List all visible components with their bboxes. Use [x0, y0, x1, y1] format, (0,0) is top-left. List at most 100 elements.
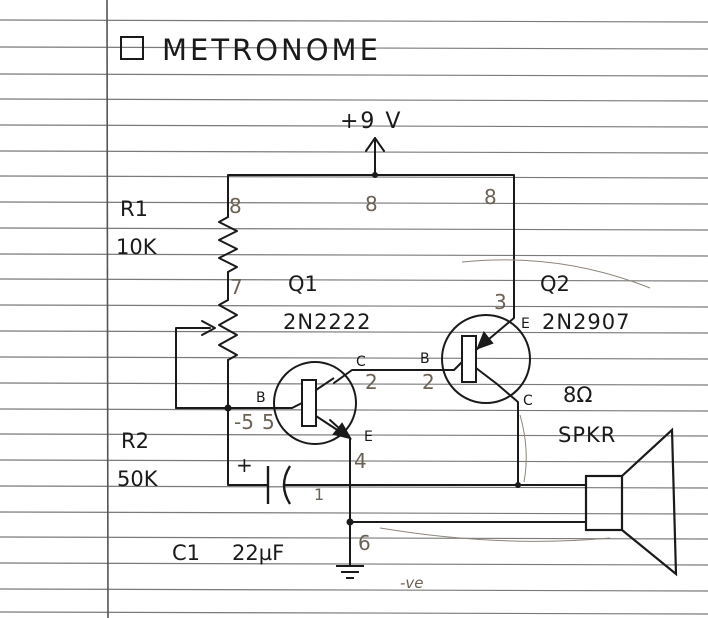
wire-node-cap	[227, 407, 269, 486]
r1-resistor	[218, 216, 238, 273]
title-checkbox	[120, 36, 144, 60]
pin-number-pot: 7	[230, 275, 243, 299]
speaker-icon	[584, 427, 678, 577]
rule-line	[0, 304, 708, 308]
rule-line	[0, 201, 708, 205]
q2-collector-lead	[475, 367, 498, 385]
pencil-annotations: 8 8 8 7 -5 5 2 2 3 4 1 6 -ve	[229, 185, 507, 592]
page-title: METRONOME	[162, 33, 381, 67]
q2-part: 2N2907	[542, 310, 631, 334]
q2-emitter-arrow	[476, 331, 494, 350]
rule-line	[0, 175, 708, 179]
q2-base-lead	[453, 361, 463, 371]
pin-number-q2-base: 2	[422, 370, 435, 394]
q2-transistor	[441, 314, 531, 404]
rule-line	[0, 124, 708, 128]
junction-dot	[224, 404, 232, 412]
pencil-strokes	[379, 259, 651, 542]
q1-pin-collector: C	[356, 354, 366, 370]
junctions	[224, 172, 521, 526]
pin-number-top-left: 8	[229, 194, 242, 218]
q1-pin-base: B	[256, 390, 266, 406]
supply-arrowhead	[365, 137, 385, 152]
rule-line	[0, 330, 708, 334]
pin-number-top-right: 8	[484, 185, 497, 209]
pin-number-top-mid: 8	[365, 192, 378, 216]
ink-labels: +9 V R1 10K R2 50K + C1 22µF Q1 2N2222 B…	[116, 109, 631, 565]
rule-line	[0, 98, 708, 102]
pin-number-q1-base-alt: -5	[234, 410, 254, 434]
rule-line	[0, 562, 708, 566]
margin-line	[106, 0, 109, 618]
rule-line	[0, 46, 708, 50]
q1-collector-lead	[315, 377, 335, 391]
junction-dot	[372, 172, 378, 178]
c1-ref: C1	[172, 541, 200, 565]
junction-dot	[346, 518, 354, 526]
wire-top-rail	[227, 174, 515, 319]
rule-line	[0, 382, 708, 386]
ground-note: -ve	[400, 574, 424, 592]
pin-number-ground: 6	[358, 531, 371, 555]
speaker-cone	[621, 427, 678, 577]
rule-line	[0, 408, 708, 412]
q1-transistor	[273, 361, 357, 445]
pencil-stroke	[379, 527, 611, 542]
r2-ref: R2	[121, 429, 149, 453]
c1-polarity: +	[236, 453, 253, 477]
circuit-wires	[175, 137, 587, 567]
rule-line	[0, 433, 708, 437]
pin-number-q1-emitter: 4	[354, 449, 367, 473]
supply-label: +9 V	[340, 109, 402, 134]
q1-base-bar	[301, 379, 317, 427]
wire-q2-collector	[496, 383, 519, 486]
pin-number-q1-base: 5	[262, 410, 275, 434]
q1-pin-emitter: E	[364, 429, 373, 445]
r1-ref: R1	[120, 197, 148, 221]
q2-pin-emitter: E	[521, 316, 530, 332]
q1-base-lead	[291, 402, 303, 409]
pin-number-q2-emitter: 3	[494, 290, 507, 314]
rule-line	[0, 278, 708, 282]
rule-line	[0, 611, 708, 615]
q2-pin-collector: C	[523, 393, 533, 409]
q1-part: 2N2222	[283, 310, 372, 334]
pin-number-q1-collector: 2	[365, 370, 378, 394]
q2-pin-base: B	[420, 351, 430, 367]
rule-line	[0, 588, 708, 592]
rule-line	[0, 356, 708, 360]
wire-q1c-q2b	[333, 369, 455, 384]
pin-number-cap-node: 1	[314, 485, 324, 504]
speaker-magnet	[584, 474, 624, 532]
c1-value: 22µF	[232, 541, 284, 565]
speaker-ref: SPKR	[558, 423, 616, 447]
rule-line	[0, 459, 708, 463]
speaker-value: 8Ω	[563, 383, 592, 407]
wire-wiper	[175, 327, 211, 409]
c1-capacitor	[266, 465, 292, 505]
rule-line	[0, 511, 708, 515]
ground-icon	[336, 565, 364, 579]
rule-line	[0, 253, 708, 257]
rule-line	[0, 73, 708, 77]
q1-ref: Q1	[288, 272, 318, 296]
rule-line	[0, 227, 708, 231]
q2-base-bar	[461, 335, 477, 383]
r1-value: 10K	[116, 235, 158, 259]
pencil-stroke	[519, 414, 527, 483]
r2-potentiometer	[218, 299, 238, 361]
rule-line	[0, 536, 708, 540]
r2-value: 50K	[117, 467, 159, 491]
q2-envelope	[441, 314, 531, 404]
c1-plate-curved	[282, 465, 292, 505]
q1-emitter-arrow	[332, 422, 353, 440]
rule-line	[0, 150, 708, 154]
ruled-lines	[0, 19, 708, 615]
wiper-arrowhead	[201, 320, 216, 336]
rule-line	[0, 485, 708, 489]
rule-line	[0, 19, 708, 23]
q2-ref: Q2	[540, 272, 570, 296]
q1-envelope	[273, 361, 357, 445]
